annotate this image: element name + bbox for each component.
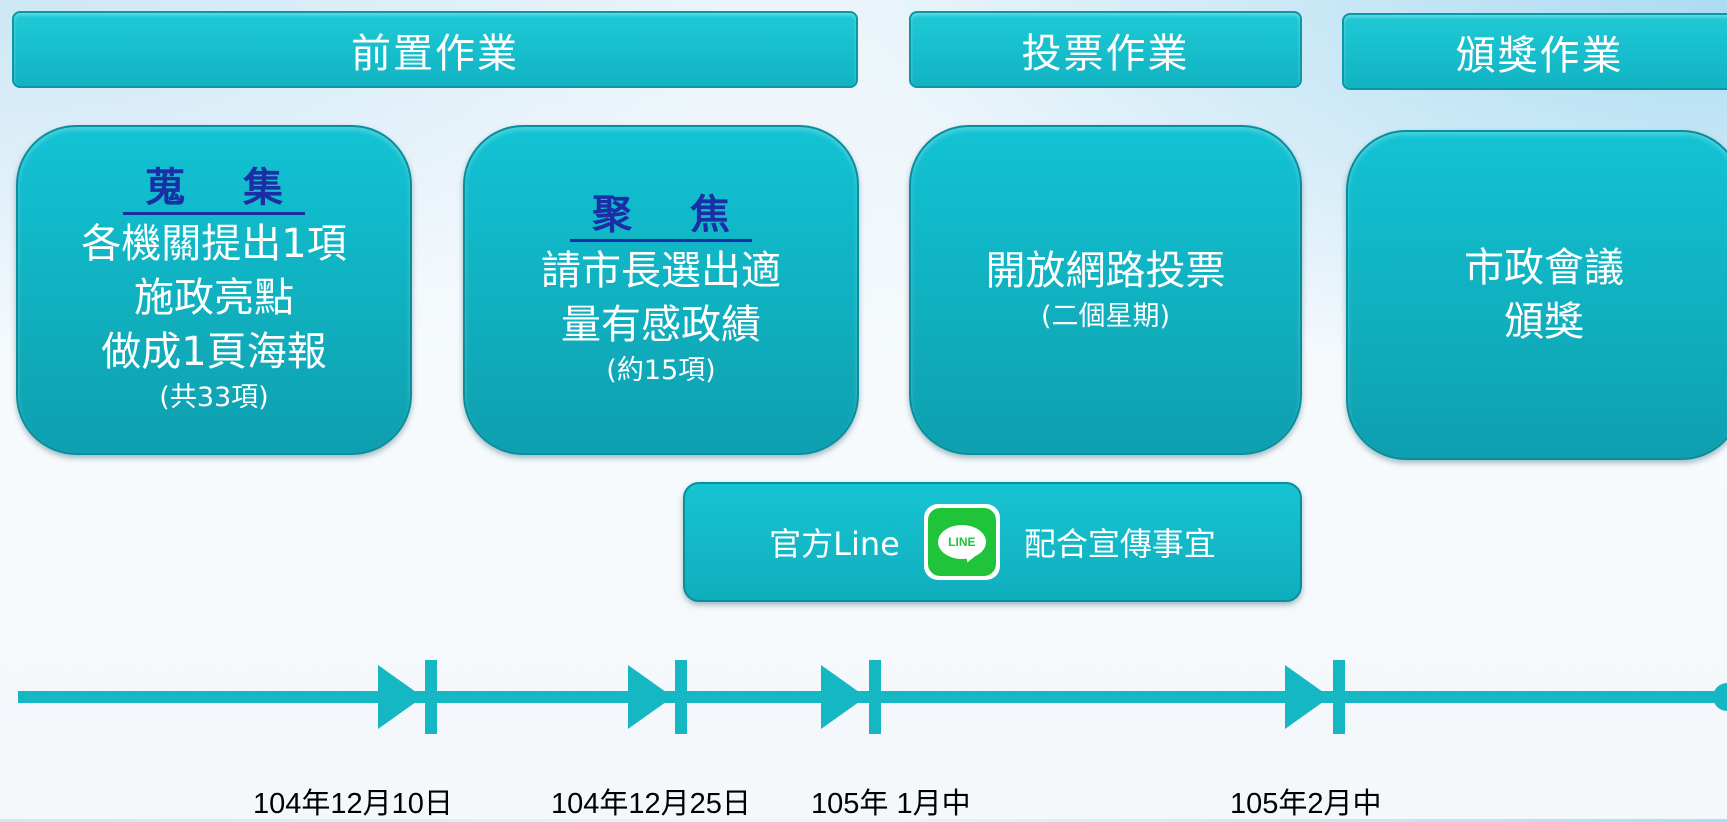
step-card-voting: 開放網路投票 (二個星期) — [909, 125, 1302, 455]
timeline-marker-1 — [378, 660, 437, 734]
promo-text-before: 官方Line — [769, 525, 900, 563]
timeline-date-2: 104年12月25日 — [551, 788, 751, 820]
step-card-collect: 蒐 集 各機關提出1項 施政亮點 做成1頁海報 (共33項) — [16, 125, 412, 455]
collect-line-3: 做成1頁海報 — [101, 328, 327, 375]
phase-header-prep: 前置作業 — [12, 11, 858, 88]
promo-text-after: 配合宣傳事宜 — [1023, 525, 1216, 563]
timeline — [18, 660, 1727, 734]
timeline-date-4: 105年2月中 — [1230, 788, 1382, 820]
step-card-ceremony: 市政會議 頒獎 — [1346, 130, 1727, 460]
phase-header-award: 頒獎作業 — [1342, 13, 1727, 90]
line-promo-bar: 官方Line LINE 配合宣傳事宜 — [683, 482, 1302, 602]
voting-line-1: 開放網路投票 — [985, 248, 1226, 294]
collect-note: (共33項) — [159, 381, 269, 413]
focus-line-2: 量有感政績 — [561, 301, 761, 348]
timeline-marker-4 — [1285, 660, 1345, 734]
ceremony-line-2: 頒獎 — [1504, 299, 1584, 345]
timeline-marker-3 — [821, 660, 881, 734]
phase-header-vote: 投票作業 — [909, 11, 1302, 88]
line-app-icon: LINE — [923, 504, 1000, 580]
line-logo-text: LINE — [937, 525, 986, 559]
voting-note: (二個星期) — [1040, 301, 1171, 332]
timeline-date-3: 105年 1月中 — [811, 788, 971, 820]
timeline-marker-2 — [628, 660, 687, 734]
timeline-date-1: 104年12月10日 — [253, 788, 453, 820]
collect-line-2: 施政亮點 — [134, 274, 294, 321]
focus-note: (約15項) — [606, 354, 716, 386]
collect-line-1: 各機關提出1項 — [81, 220, 347, 267]
step-card-focus: 聚 焦 請市長選出適 量有感政績 (約15項) — [463, 125, 859, 455]
timeline-end-dot — [1713, 683, 1727, 711]
focus-keyword: 聚 焦 — [570, 191, 752, 242]
ceremony-line-1: 市政會議 — [1464, 245, 1624, 291]
focus-line-1: 請市長選出適 — [541, 247, 781, 294]
collect-keyword: 蒐 集 — [123, 164, 305, 215]
